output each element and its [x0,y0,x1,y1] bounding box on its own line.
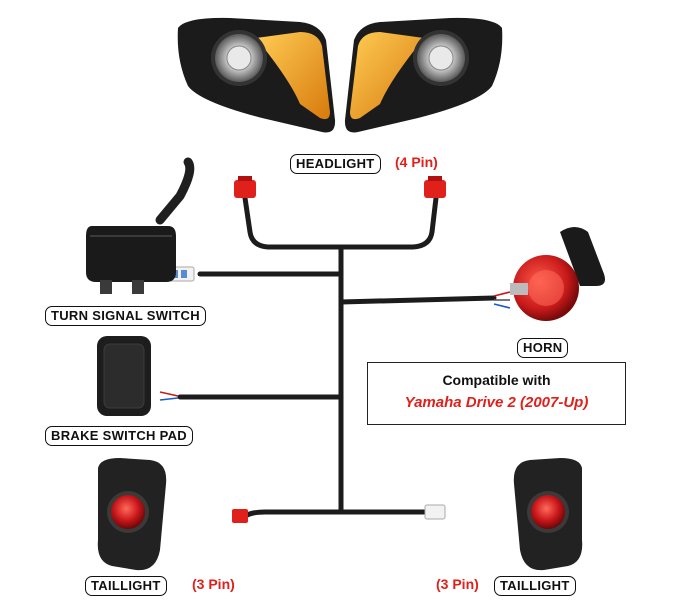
wiring-harness [177,195,497,520]
headlight-left [177,17,336,133]
turn-signal-switch-label: TURN SIGNAL SWITCH [45,306,206,326]
taillight-connector-right [424,504,446,520]
brake-switch-pad-image [97,336,151,416]
horn-image [510,227,605,321]
taillight-connector-left [232,509,248,523]
horn-label: HORN [517,338,569,358]
headlight-label: HEADLIGHT [290,154,381,174]
turn-signal-switch-image [86,157,195,294]
taillight-left-pin-count: (3 Pin) [192,576,235,592]
headlight-connector-left [234,176,256,198]
headlight-right [344,17,503,133]
brake-switch-pad-label: BRAKE SWITCH PAD [45,426,193,446]
taillight-left [97,458,167,571]
taillight-right-pin-count: (3 Pin) [436,576,479,592]
compatibility-title: Compatible with [442,372,551,388]
compatibility-box: Compatible with Yamaha Drive 2 (2007-Up) [367,362,626,425]
headlight-connector-right [424,176,446,198]
taillight-left-label: TAILLIGHT [85,576,167,596]
taillight-right [513,458,583,571]
compatibility-model: Yamaha Drive 2 (2007-Up) [404,394,589,411]
taillight-right-label: TAILLIGHT [494,576,576,596]
headlight-pin-count: (4 Pin) [395,154,438,170]
wire-tails [159,291,511,401]
